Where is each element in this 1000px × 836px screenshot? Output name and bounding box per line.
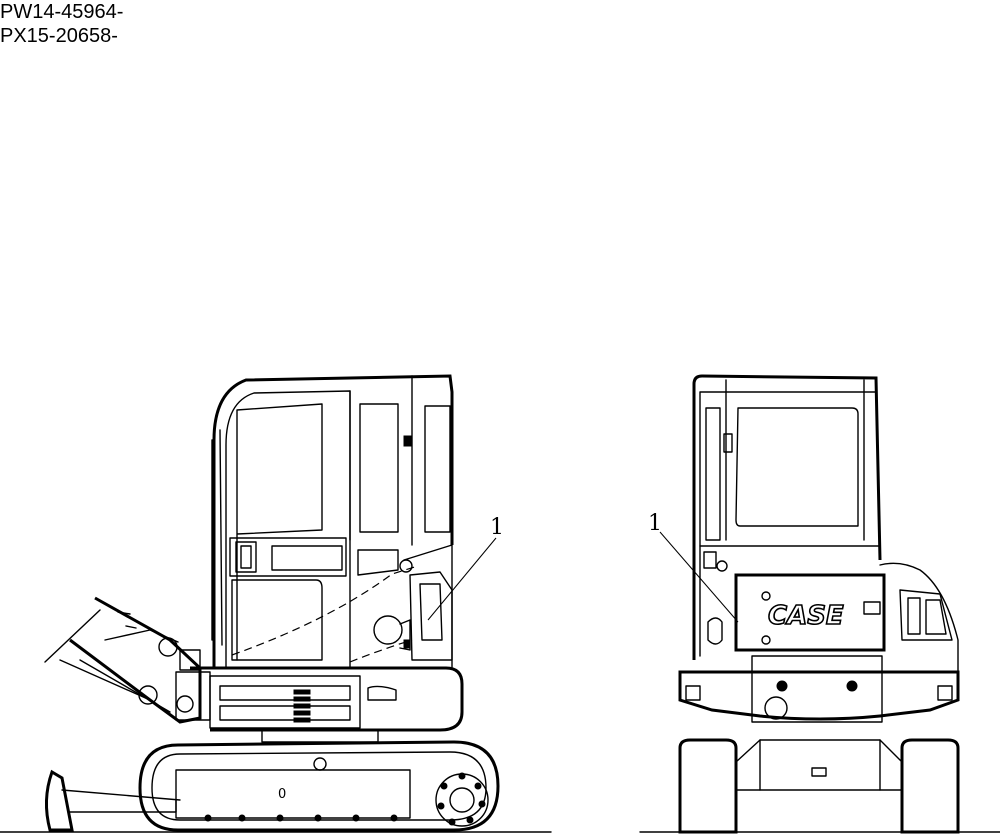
side-cab xyxy=(212,376,452,668)
side-track-label: 0 xyxy=(278,787,286,802)
rear-cab xyxy=(694,376,880,660)
side-upper-structure xyxy=(190,668,462,742)
rear-case-logo: CASE xyxy=(768,601,844,631)
side-callout-leader xyxy=(428,538,496,620)
rear-callout-number: 1 xyxy=(648,511,662,536)
side-engine-panel xyxy=(374,572,452,660)
rear-counterweight xyxy=(680,656,958,722)
rear-view-excavator: CASE 1 xyxy=(640,376,1000,832)
serial-number-2: PX15-20658- xyxy=(0,25,118,47)
side-dashed-outline xyxy=(232,566,418,655)
serial-number-list: PW14-45964- PX15-20658- xyxy=(0,0,123,48)
side-view-excavator: 0 1 xyxy=(0,376,551,832)
serial-number-1: PW14-45964- xyxy=(0,1,124,23)
side-dozer-blade xyxy=(46,772,180,830)
rear-undercarriage xyxy=(680,740,958,832)
side-callout-number: 1 xyxy=(490,515,504,540)
side-track: 0 xyxy=(140,742,498,830)
rear-callout-leader xyxy=(660,532,738,622)
side-boom xyxy=(45,598,210,722)
rear-engine-hood: CASE xyxy=(708,563,958,672)
